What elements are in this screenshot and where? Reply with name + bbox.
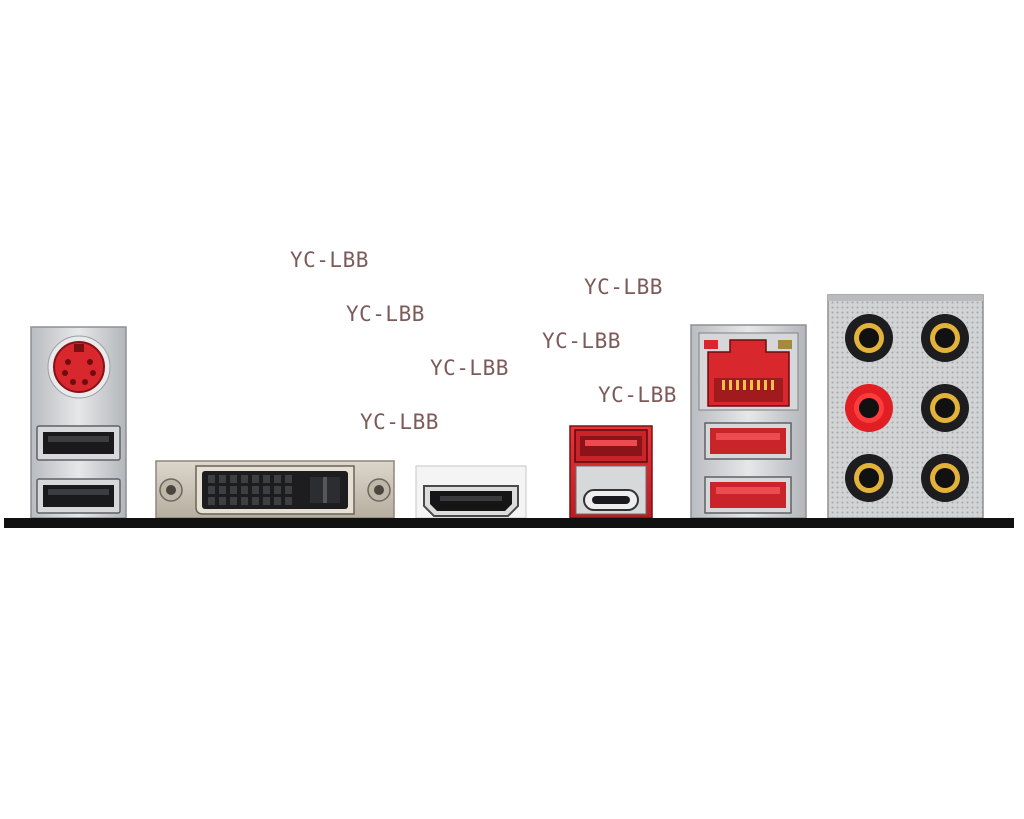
audio-panel [827, 294, 984, 519]
watermark-text: YC-LBB [290, 248, 369, 272]
usb-a-port-icon[interactable] [36, 425, 121, 461]
usb-ac-stack [569, 425, 653, 519]
usb-a-port-icon[interactable] [36, 478, 121, 514]
audio-jack-icon[interactable] [921, 314, 969, 362]
audio-jack-icon[interactable] [845, 454, 893, 502]
lan-usb-stack [690, 324, 807, 519]
dvi-port-icon[interactable] [155, 460, 395, 519]
watermark-text: YC-LBB [430, 356, 509, 380]
watermark-text: YC-LBB [360, 410, 439, 434]
usb-a-port-icon[interactable] [704, 422, 792, 460]
baseline-bar [4, 518, 1014, 528]
watermark-text: YC-LBB [542, 329, 621, 353]
watermark-text: YC-LBB [346, 302, 425, 326]
usb-a-port-icon[interactable] [704, 476, 792, 514]
hdmi-port-icon[interactable] [415, 465, 527, 519]
audio-jack-icon[interactable] [845, 384, 893, 432]
ethernet-port-icon[interactable] [698, 332, 799, 411]
audio-jack-icon[interactable] [921, 454, 969, 502]
usb-a-port-icon[interactable] [574, 429, 648, 463]
audio-jack-icon[interactable] [845, 314, 893, 362]
ps2-usb-stack [30, 326, 127, 519]
watermark-text: YC-LBB [584, 275, 663, 299]
usb-c-port-icon[interactable] [583, 489, 639, 511]
watermark-text: YC-LBB [598, 383, 677, 407]
ps2-port-icon[interactable] [47, 335, 111, 399]
audio-jack-icon[interactable] [921, 384, 969, 432]
